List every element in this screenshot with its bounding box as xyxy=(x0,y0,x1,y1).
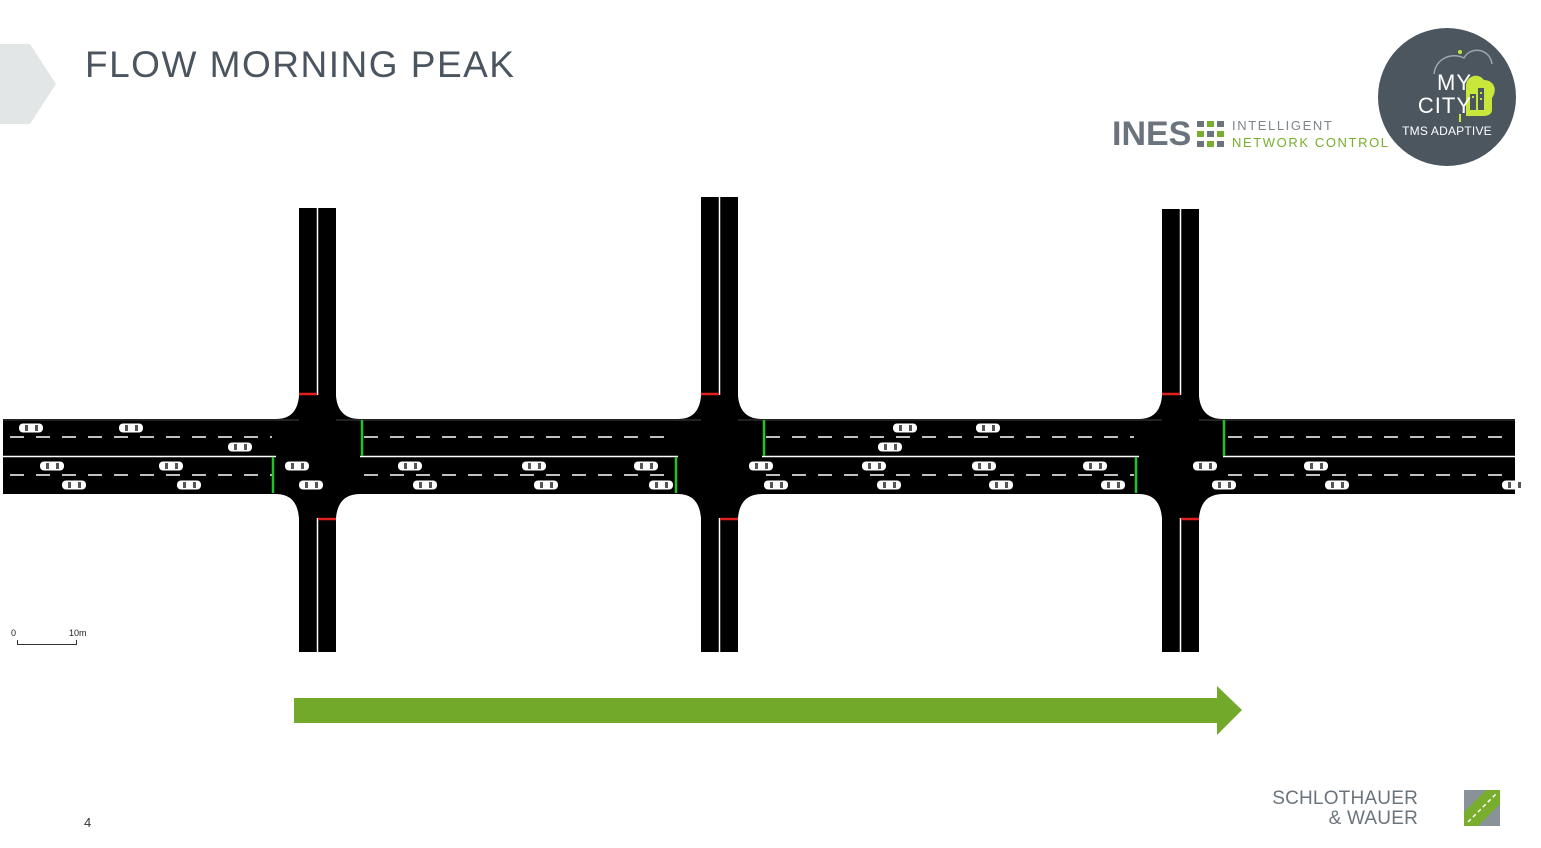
company-logo: SCHLOTHAUER & WAUER xyxy=(1272,788,1502,830)
scale-bar xyxy=(17,640,77,645)
signal-green-lines xyxy=(271,420,1226,493)
flow-direction-arrow xyxy=(294,686,1242,735)
signal-red-lines xyxy=(299,392,1199,521)
ines-tagline-1: INTELLIGENT xyxy=(1232,118,1334,133)
cloud-city-icon xyxy=(1433,49,1495,122)
scale-label-start: 0 xyxy=(11,628,17,638)
grid-icon xyxy=(1197,121,1224,147)
company-name-line1: SCHLOTHAUER xyxy=(1272,788,1418,809)
lane-dashes xyxy=(10,436,1508,476)
mycity-line2: CITY xyxy=(1417,93,1472,118)
road-logo-icon xyxy=(1464,790,1500,826)
ines-logo-word: INES xyxy=(1112,115,1192,153)
company-name-line2: & WAUER xyxy=(1328,808,1418,829)
ines-tagline-2: NETWORK CONTROL xyxy=(1232,135,1390,150)
mycity-line1: MY xyxy=(1437,70,1472,95)
corner-tab-decoration xyxy=(0,44,56,124)
page-title: FLOW MORNING PEAK xyxy=(85,44,516,85)
scale-label-end: 10m xyxy=(69,628,87,638)
mycity-badge: MY CITY TMS ADAPTIVE xyxy=(1378,28,1516,166)
page-number: 4 xyxy=(84,815,92,830)
mycity-subtitle: TMS ADAPTIVE xyxy=(1402,124,1492,138)
